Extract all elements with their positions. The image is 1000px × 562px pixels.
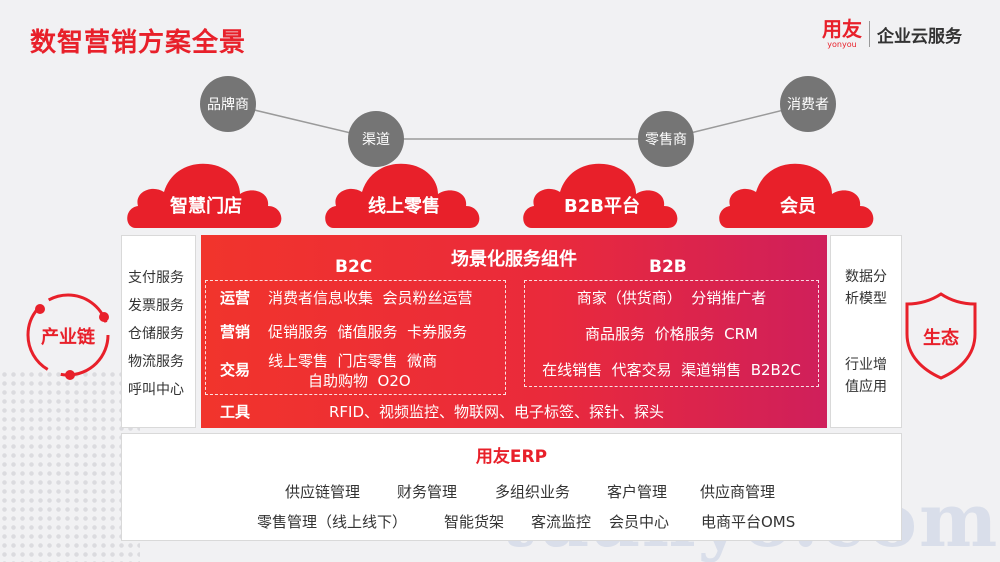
erp-item: 零售管理（线上线下） — [257, 513, 408, 531]
erp-panel: 用友ERP 供应链管理 财务管理 多组织业务 客户管理 供应商管理 零售管理（线… — [121, 433, 902, 541]
panel-title: 场景化服务组件 — [451, 249, 577, 270]
b2c-row-text-trade-2: 自助购物 O2O — [308, 372, 411, 390]
tools-text: RFID、视频监控、物联网、电子标签、探针、探头 — [329, 403, 665, 421]
erp-item: 多组织业务 — [495, 483, 571, 501]
node-brand: 品牌商 — [200, 76, 256, 132]
scenario-components-panel: 场景化服务组件 B2C B2B 运营 消费者信息收集 会员粉丝运营 营销 促销服… — [201, 235, 827, 428]
erp-item: 会员中心 — [609, 513, 670, 531]
erp-title: 用友ERP — [475, 447, 548, 467]
b2c-row-text-trade: 线上零售 门店零售 微商 — [268, 352, 438, 370]
support-services-panel: 支付服务 发票服务 仓储服务 物流服务 呼叫中心 — [121, 235, 196, 428]
service-item: 发票服务 — [128, 298, 184, 314]
b2c-row-text-ops: 消费者信息收集 会员粉丝运营 — [268, 289, 473, 307]
node-retailer: 零售商 — [638, 111, 694, 167]
decorative-dot-pattern — [0, 370, 140, 562]
cloud-label: 线上零售 — [368, 196, 440, 217]
cloud-icon — [719, 163, 874, 228]
cloud-b2b-platform: B2B平台 — [518, 156, 686, 230]
erp-item: 客户管理 — [607, 483, 668, 501]
logo-divider — [869, 21, 870, 47]
b2c-row-label-marketing: 营销 — [220, 323, 251, 341]
node-channel: 渠道 — [348, 111, 404, 167]
tools-label: 工具 — [220, 403, 251, 421]
b2b-row-services: 商品服务 价格服务 CRM — [585, 325, 758, 343]
cloud-icon — [127, 163, 282, 228]
erp-item: 供应商管理 — [700, 483, 776, 501]
cloud-label: B2B平台 — [564, 196, 640, 217]
b2b-row-sales: 在线销售 代客交易 渠道销售 B2B2C — [542, 361, 801, 379]
logo-mark: 用友 yonyou — [822, 19, 862, 49]
logo-cn: 用友 — [822, 17, 862, 41]
service-item: 支付服务 — [128, 270, 184, 286]
ecosystem-badge: 生态 — [903, 290, 979, 380]
ecosystem-label: 生态 — [923, 328, 959, 349]
b2c-row-label-ops: 运营 — [220, 289, 251, 307]
data-model-line-1: 数据分 — [845, 269, 887, 285]
service-item: 呼叫中心 — [128, 382, 184, 398]
node-consumer: 消费者 — [780, 76, 836, 132]
cloud-label: 会员 — [780, 196, 816, 217]
industry-chain-label: 产业链 — [41, 327, 95, 348]
chain-ring-icon — [26, 293, 110, 380]
data-apps-panel: 数据分 析模型 行业增 值应用 — [830, 235, 902, 428]
b2b-box — [524, 280, 819, 387]
service-item: 物流服务 — [128, 354, 184, 370]
logo-en: yonyou — [827, 40, 857, 49]
b2c-box — [205, 280, 506, 395]
page-title: 数智营销方案全景 — [30, 28, 247, 58]
cloud-icon — [523, 163, 678, 228]
cloud-smart-store: 智慧门店 — [122, 156, 290, 230]
b2c-row-text-marketing: 促销服务 储值服务 卡券服务 — [268, 323, 468, 341]
industry-app-line-2: 值应用 — [845, 379, 887, 395]
shield-icon — [905, 292, 977, 380]
erp-item: 客流监控 — [531, 513, 592, 531]
b2c-label: B2C — [335, 257, 373, 277]
cloud-label: 智慧门店 — [170, 196, 242, 217]
erp-item: 电商平台OMS — [701, 513, 796, 531]
erp-item: 供应链管理 — [285, 483, 361, 501]
brand-logo: 用友 yonyou 企业云服务 — [822, 16, 962, 52]
b2b-label: B2B — [649, 257, 687, 277]
logo-service-text: 企业云服务 — [877, 26, 962, 47]
erp-item: 智能货架 — [444, 513, 505, 531]
industry-chain-badge: 产业链 — [18, 287, 118, 387]
erp-item: 财务管理 — [397, 483, 458, 501]
cloud-online-retail: 线上零售 — [320, 156, 488, 230]
industry-app-line-1: 行业增 — [845, 357, 887, 373]
service-item: 仓储服务 — [128, 326, 184, 342]
cloud-member: 会员 — [714, 156, 882, 230]
b2c-row-label-trade: 交易 — [220, 361, 251, 379]
b2b-row-merchants: 商家（供货商） 分销推广者 — [576, 289, 767, 307]
data-model-line-2: 析模型 — [845, 291, 887, 307]
cloud-icon — [325, 163, 480, 228]
